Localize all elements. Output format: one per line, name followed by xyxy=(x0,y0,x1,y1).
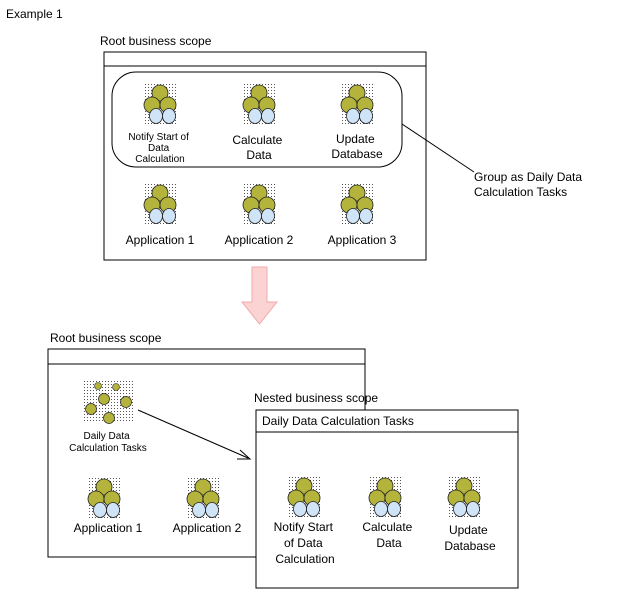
top-app-1-label: Application 1 xyxy=(126,233,195,247)
top-group-item-1-label: Notify Start of Data Calculation xyxy=(128,132,191,165)
top-app-1-icon xyxy=(143,183,177,225)
top-app-3-icon xyxy=(340,183,374,225)
daily-data-group-icon xyxy=(84,381,134,424)
bottom-app-1-label: Application 1 xyxy=(74,521,143,535)
daily-data-group-label: Daily Data Calculation Tasks xyxy=(69,431,147,454)
nested-item-1-icon xyxy=(287,476,321,518)
top-app-2-icon xyxy=(242,183,276,225)
nested-scope-title: Daily Data Calculation Tasks xyxy=(262,414,414,428)
top-group-item-3-label: Update Database xyxy=(331,132,383,161)
bottom-app-2-label: Application 2 xyxy=(173,521,242,535)
transform-down-arrow xyxy=(240,266,279,325)
bottom-app-2-icon xyxy=(186,477,220,519)
nested-item-3-icon xyxy=(447,476,481,518)
bottom-root-scope-label: Root business scope xyxy=(50,331,162,345)
nested-item-2-icon xyxy=(368,476,402,518)
nested-link-arrowhead xyxy=(237,449,252,460)
page-title: Example 1 xyxy=(6,7,63,21)
top-group-item-1-icon xyxy=(143,83,177,125)
nested-item-1-label: Notify Start of Data Calculation xyxy=(274,520,337,566)
nested-scope-label: Nested business scope xyxy=(254,391,378,405)
bottom-app-1-icon xyxy=(87,477,121,519)
nested-item-3-label: Update Database xyxy=(444,523,496,553)
group-rounded-box xyxy=(111,71,403,168)
nested-link-arrow-line xyxy=(137,409,249,459)
callout-line xyxy=(401,123,475,173)
nested-item-2-label: Calculate Data xyxy=(362,520,415,550)
top-group-item-2-label: Calculate Data xyxy=(232,133,285,162)
top-group-item-3-icon xyxy=(340,83,374,125)
top-root-scope-label: Root business scope xyxy=(100,34,212,48)
top-app-2-label: Application 2 xyxy=(225,233,294,247)
top-group-item-2-icon xyxy=(242,83,276,125)
top-app-3-label: Application 3 xyxy=(328,233,397,247)
callout-label: Group as Daily Data Calculation Tasks xyxy=(474,170,585,199)
